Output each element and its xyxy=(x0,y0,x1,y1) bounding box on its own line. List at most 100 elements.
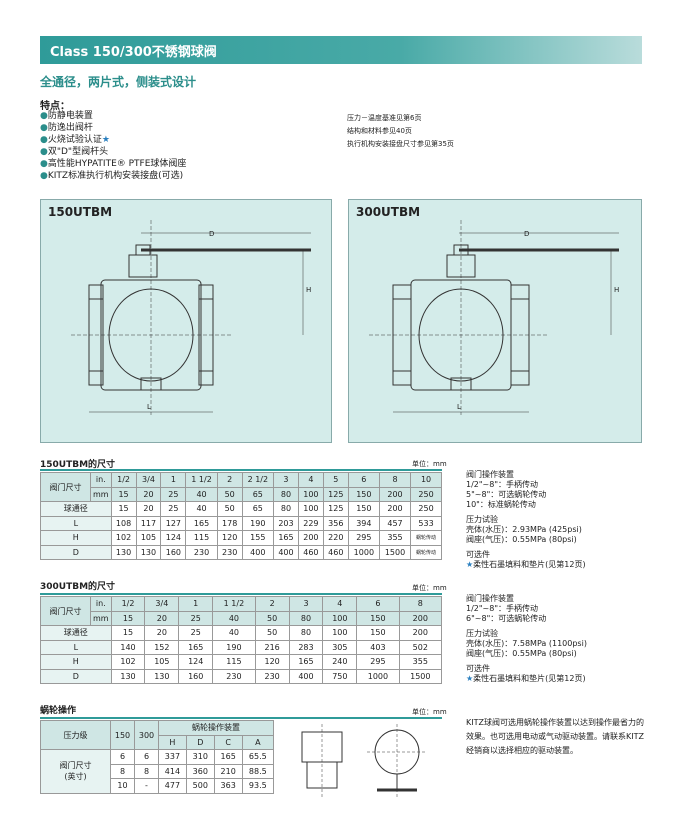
valve-drawing-300 xyxy=(369,220,619,415)
cell: 50 xyxy=(216,501,243,517)
row-label: 球通径 xyxy=(40,501,112,517)
valve-drawing-150 xyxy=(71,220,311,415)
cell: 356 xyxy=(322,515,349,531)
cell: 190 xyxy=(212,639,256,655)
cell: 115 xyxy=(212,654,256,670)
cell: 178 xyxy=(216,515,243,531)
cell: 130 xyxy=(135,544,162,560)
star-icon: ★ xyxy=(466,560,474,569)
cell: 100 xyxy=(297,501,324,517)
table150-unit: 单位：mm xyxy=(412,460,447,468)
table-row: 球通径 15 20 25 40 50 65 80 100 125 150 200… xyxy=(40,501,442,517)
table150-heading: 150UTBM的尺寸 xyxy=(40,460,116,470)
cell: 80 xyxy=(273,501,299,517)
cell: 127 xyxy=(160,515,187,531)
cell: 1500 xyxy=(378,544,412,560)
cell: A xyxy=(241,734,275,750)
cell: 88.5 xyxy=(241,763,275,779)
cell: 230 xyxy=(216,544,243,560)
table300-unit: 单位：mm xyxy=(412,584,447,592)
side-line: 阀座(气压)：0.55MPa (80psi) xyxy=(466,649,577,658)
side-line: 壳体(水压)：7.58MPa (1100psi) xyxy=(466,639,587,648)
cell: 压力级 xyxy=(40,720,111,750)
size-label: 阀门尺寸 xyxy=(40,596,91,626)
cell: 3/4 xyxy=(144,596,180,612)
dim-label-d: D xyxy=(524,230,530,238)
cell: 140 xyxy=(110,639,146,655)
gear-drawing xyxy=(301,724,427,798)
side-notes-150: 阀门操作装置 1/2"~8"：手柄传动 5"~8"：可选蜗轮传动 10"：标准蜗… xyxy=(466,470,646,570)
cell: 457 xyxy=(378,515,412,531)
cell: 150 xyxy=(356,610,400,626)
cell: 100 xyxy=(322,610,358,626)
panel-title: 150UTBM xyxy=(48,205,113,219)
cell: 125 xyxy=(322,501,349,517)
side-line: 10"：标准蜗轮传动 xyxy=(466,500,536,509)
side-line: 5"~8"：可选蜗轮传动 xyxy=(466,490,547,499)
cell: D xyxy=(185,734,215,750)
table150: 阀门尺寸 in. 1/2 3/4 1 1 1/2 2 2 1/2 3 4 5 6… xyxy=(40,472,442,560)
table-row: H 102 105 124 115 120 165 240 295 355 xyxy=(40,654,443,670)
cell: 150 xyxy=(347,486,380,502)
cell: 120 xyxy=(216,530,243,546)
cell: 93.5 xyxy=(241,778,275,794)
cell: 6 xyxy=(134,749,159,765)
cell: - xyxy=(134,778,159,794)
cell: 1 xyxy=(178,596,214,612)
panel-300utbm: 300UTBM D H L xyxy=(348,199,642,443)
cell: 240 xyxy=(322,654,358,670)
cell: 363 xyxy=(213,778,243,794)
cell: 500 xyxy=(185,778,215,794)
cell: 360 xyxy=(185,763,215,779)
row-label: L xyxy=(40,639,112,655)
row-label: D xyxy=(40,668,112,684)
cell: 阀门尺寸 (英寸) xyxy=(40,749,111,794)
mm-label: mm xyxy=(90,486,112,502)
cell: 25 xyxy=(178,625,214,641)
note: 结构和材料参见40页 xyxy=(347,127,412,135)
cell: 20 xyxy=(135,486,162,502)
cell: 2 xyxy=(216,472,243,488)
cell: 102 xyxy=(110,530,137,546)
in-label: in. xyxy=(90,596,112,612)
dim-label-h: H xyxy=(614,286,620,294)
cell: 6 xyxy=(110,749,135,765)
cell: 50 xyxy=(254,625,290,641)
side-line: ★柔性石墨填料和垫片(见第12页) xyxy=(466,674,586,683)
row-label: D xyxy=(40,544,112,560)
gear-unit: 单位：mm xyxy=(412,708,447,716)
cell: 190 xyxy=(241,515,275,531)
cell: 124 xyxy=(160,530,187,546)
cell: 80 xyxy=(288,625,324,641)
divider xyxy=(40,593,442,595)
note: 压力－温度基准见第6页 xyxy=(347,114,422,122)
feature-item: ●防静电装置 xyxy=(40,111,93,121)
cell: 394 xyxy=(347,515,380,531)
cell: 210 xyxy=(213,763,243,779)
cell: 20 xyxy=(144,610,180,626)
row-label: H xyxy=(40,654,112,670)
cell: C xyxy=(213,734,243,750)
cell: 250 xyxy=(410,486,442,502)
cell: 15 xyxy=(110,610,146,626)
row-label: H xyxy=(40,530,112,546)
table300-heading: 300UTBM的尺寸 xyxy=(40,582,116,592)
cell: 65.5 xyxy=(241,749,275,765)
cell: 15 xyxy=(110,486,137,502)
cell: 200 xyxy=(398,610,443,626)
cell: 1000 xyxy=(356,668,400,684)
cell: 8 xyxy=(378,472,412,488)
side-heading: 可选件 xyxy=(466,664,490,673)
cell: 1/2 xyxy=(110,596,146,612)
cell: 283 xyxy=(288,639,324,655)
cell: 150 xyxy=(356,625,400,641)
dim-label-d: D xyxy=(209,230,215,238)
panel-title: 300UTBM xyxy=(356,205,421,219)
cell: 305 xyxy=(322,639,358,655)
reference-notes: 压力－温度基准见第6页 结构和材料参见40页 执行机构安装接盘尺寸参见第35页 xyxy=(347,112,454,151)
in-label: in. xyxy=(90,472,112,488)
cell: 230 xyxy=(185,544,218,560)
cell: 216 xyxy=(254,639,290,655)
cell: 3/4 xyxy=(135,472,162,488)
row-label: L xyxy=(40,515,112,531)
